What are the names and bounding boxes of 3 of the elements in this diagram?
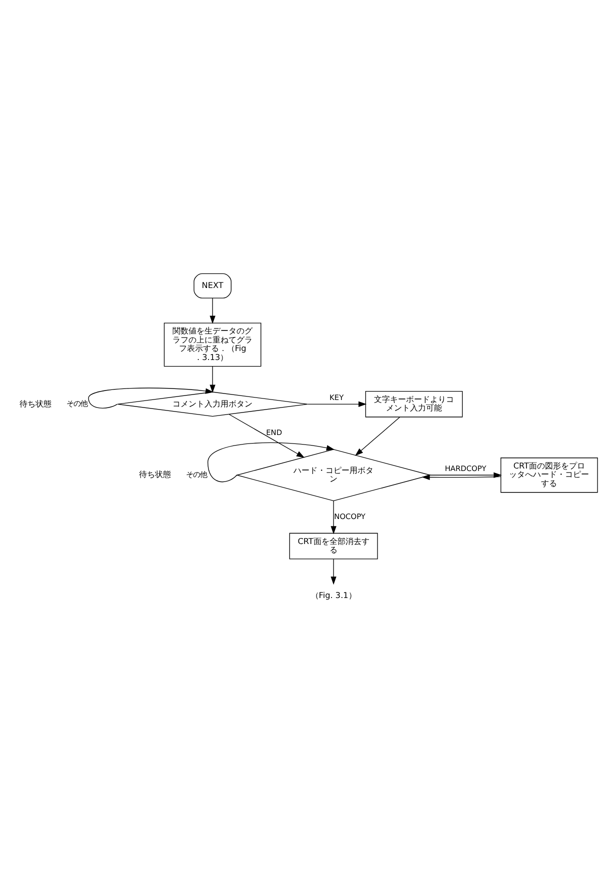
label: 待ち状態 bbox=[139, 469, 172, 480]
node-text: （Fig. 3.1） bbox=[310, 590, 356, 600]
label: 待ち状態 bbox=[19, 398, 52, 408]
